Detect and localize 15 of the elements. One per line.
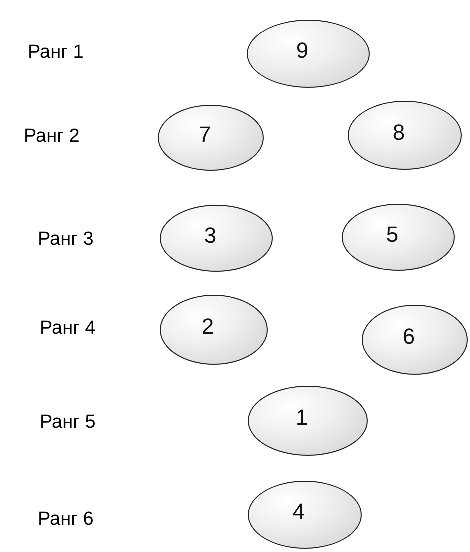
rank-label: Ранг 4 xyxy=(40,318,96,340)
rank-label: Ранг 6 xyxy=(38,509,94,531)
rank-label: Ранг 5 xyxy=(40,412,96,434)
node-number: 8 xyxy=(392,120,406,146)
node-number: 2 xyxy=(202,314,214,340)
node-number: 3 xyxy=(204,222,217,248)
node-number: 1 xyxy=(296,405,308,431)
node-number: 7 xyxy=(198,122,212,148)
rank-label: Ранг 2 xyxy=(24,126,80,148)
node-number: 4 xyxy=(292,499,306,525)
rank-label: Ранг 3 xyxy=(38,229,94,251)
node-number: 5 xyxy=(386,222,399,248)
rank-label: Ранг 1 xyxy=(28,42,84,64)
node-number: 9 xyxy=(296,38,309,64)
node-number: 6 xyxy=(402,324,416,350)
